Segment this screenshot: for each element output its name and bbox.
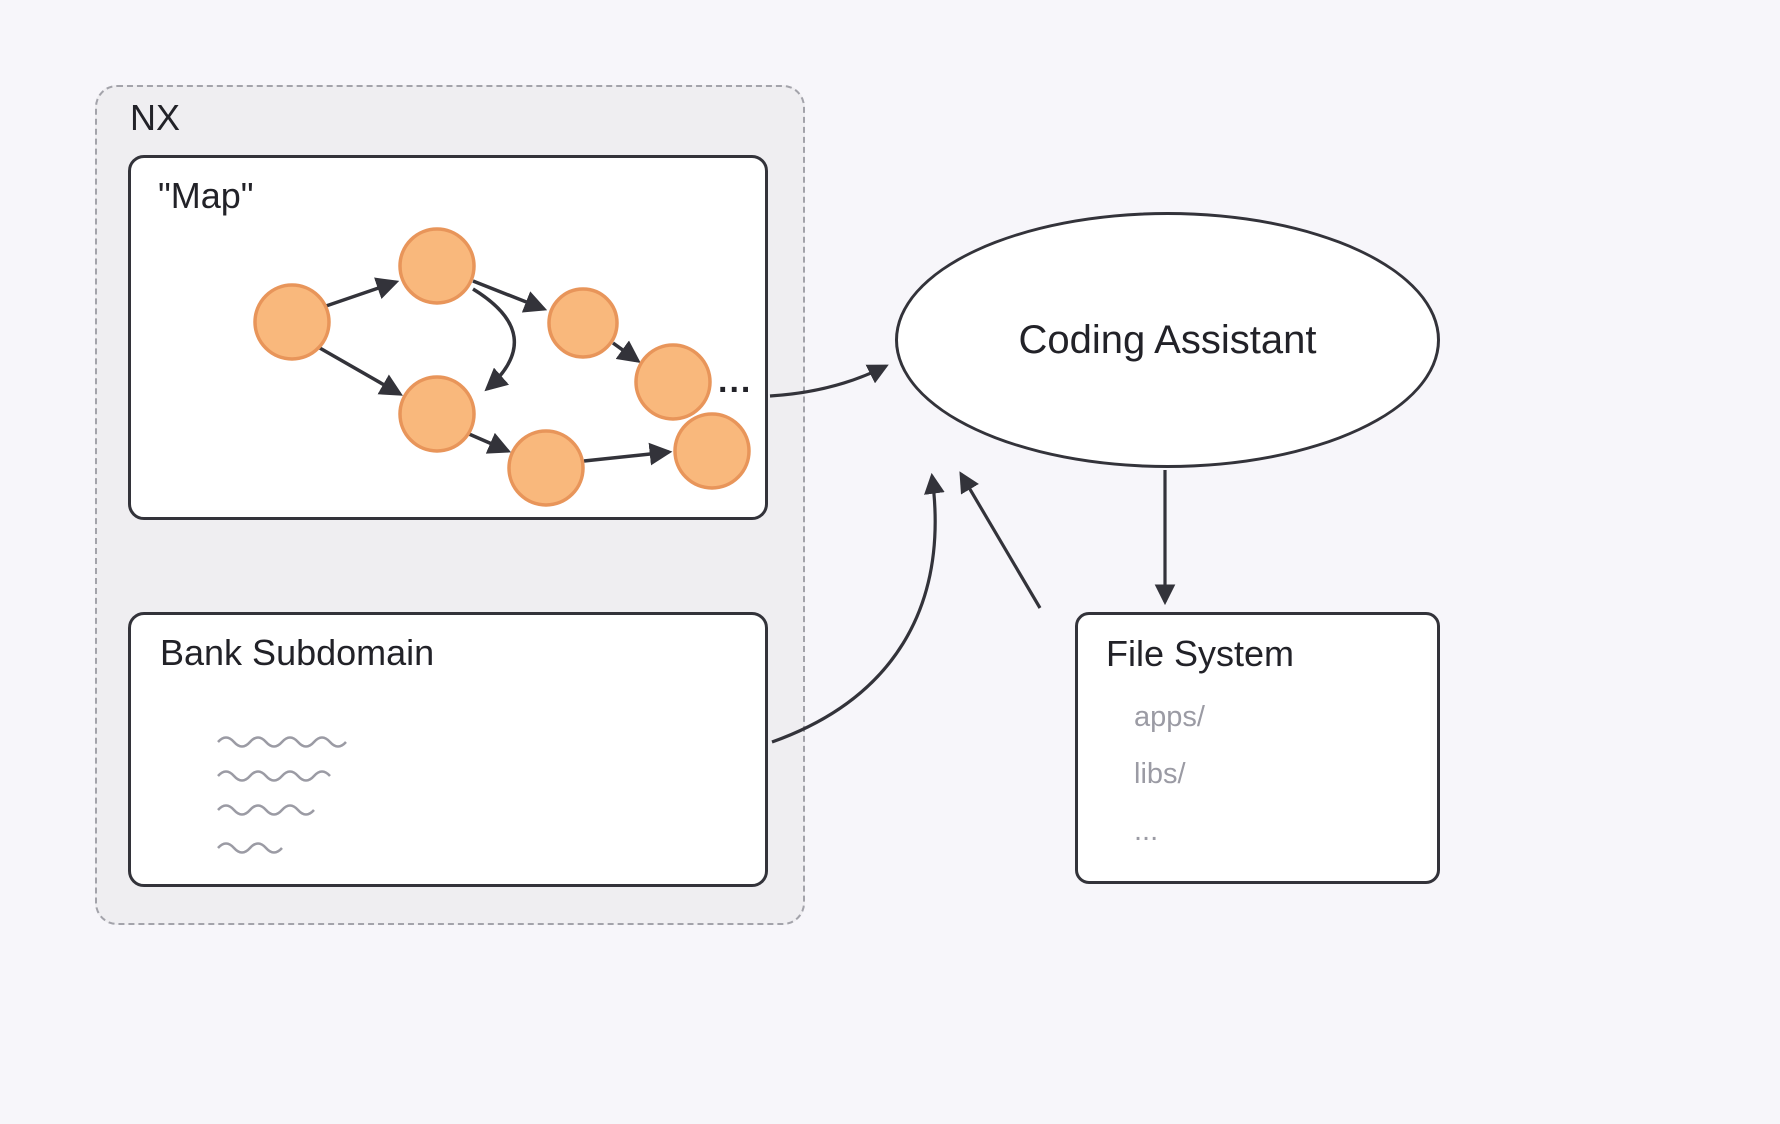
file-system-item-libs: libs/ — [1134, 758, 1186, 790]
file-system-item-ellipsis: ... — [1134, 815, 1159, 847]
bank-subdomain-title: Bank Subdomain — [160, 632, 435, 673]
coding-assistant-label: Coding Assistant — [1018, 317, 1317, 362]
bank-subdomain-box — [128, 612, 768, 887]
file-system-box: File System apps/ libs/ ... — [1075, 612, 1440, 884]
map-box-title: "Map" — [158, 175, 254, 216]
file-system-title: File System — [1106, 633, 1295, 674]
map-graph-ellipsis: ... — [718, 362, 753, 400]
nx-label: NX — [130, 97, 181, 138]
file-system-item-apps: apps/ — [1134, 701, 1205, 733]
coding-assistant-ellipse: Coding Assistant — [895, 212, 1440, 468]
arrow-filesystem-to-assistant — [959, 471, 1042, 609]
